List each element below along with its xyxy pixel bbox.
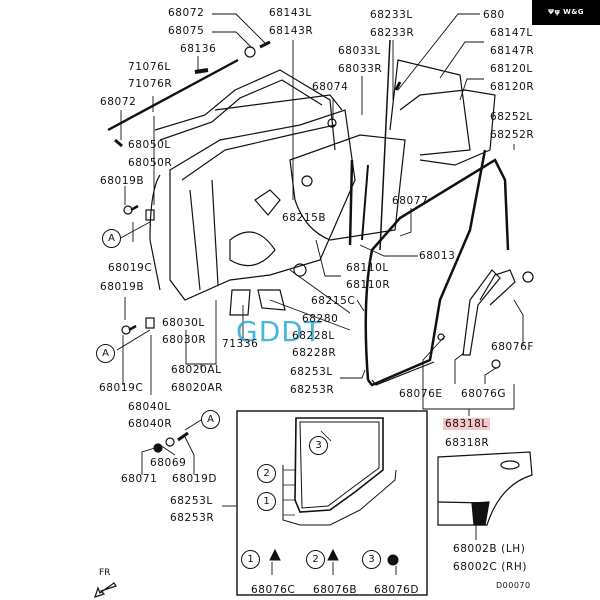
part-label-71336[interactable]: 71336 [222, 338, 259, 350]
part-label-68069[interactable]: 68069 [150, 457, 187, 469]
callout-1: 1 [257, 492, 276, 511]
trim-moldings [437, 269, 534, 369]
part-label-68233L[interactable]: 68233L [370, 9, 413, 21]
part-label-71076R[interactable]: 71076R [128, 78, 173, 90]
arrow-down-left-icon [94, 582, 117, 598]
part-label-68120R[interactable]: 68120R [490, 81, 535, 93]
callout-1: 1 [241, 550, 260, 569]
callout-a: A [201, 410, 220, 429]
part-label-68076G[interactable]: 68076G [461, 388, 507, 400]
part-label-68072[interactable]: 68072 [168, 7, 205, 19]
callout-3: 3 [362, 550, 381, 569]
part-label-68033L[interactable]: 68033L [338, 45, 381, 57]
part-label-71076L[interactable]: 71076L [128, 61, 171, 73]
brand-badge: Ψψ W&G [532, 0, 600, 25]
part-label-68076D[interactable]: 68076D [374, 584, 420, 596]
part-label-68019C-b[interactable]: 68019C [99, 382, 144, 394]
part-label-68253L-b[interactable]: 68253L [290, 366, 333, 378]
callout-a: A [96, 344, 115, 363]
part-label-68071[interactable]: 68071 [121, 473, 158, 485]
part-label-68318L-highlighted[interactable]: 68318L [443, 418, 490, 430]
part-label-68074[interactable]: 68074 [312, 81, 349, 93]
part-label-68040R[interactable]: 68040R [128, 418, 173, 430]
part-label-68020AR[interactable]: 68020AR [171, 382, 224, 394]
quarter-panel [437, 451, 533, 526]
clip-icons [269, 548, 399, 575]
part-label-68019B-b[interactable]: 68019B [100, 281, 145, 293]
inset-weatherstrip-detail [236, 410, 428, 596]
part-label-68143R[interactable]: 68143R [269, 25, 314, 37]
callout-3: 3 [309, 436, 328, 455]
part-label-68040L[interactable]: 68040L [128, 401, 171, 413]
part-label-680-partial[interactable]: 680 [483, 9, 505, 21]
part-label-68228L[interactable]: 68228L [292, 330, 335, 342]
part-label-68076F[interactable]: 68076F [491, 341, 535, 353]
part-label-68318R[interactable]: 68318R [445, 437, 490, 449]
part-label-68253R-b[interactable]: 68253R [290, 384, 335, 396]
part-label-68019C[interactable]: 68019C [108, 262, 153, 274]
part-label-68233R[interactable]: 68233R [370, 27, 415, 39]
part-label-68136[interactable]: 68136 [180, 43, 217, 55]
part-label-68002B[interactable]: 68002B (LH) [453, 543, 526, 555]
part-label-68019D[interactable]: 68019D [172, 473, 218, 485]
part-label-68077[interactable]: 68077 [392, 195, 429, 207]
part-label-68033R[interactable]: 68033R [338, 63, 383, 75]
part-label-68076B[interactable]: 68076B [313, 584, 358, 596]
part-label-68002C[interactable]: 68002C (RH) [453, 561, 528, 573]
watermark: GDDT [236, 315, 322, 348]
part-label-68076C[interactable]: 68076C [251, 584, 296, 596]
part-label-68076E[interactable]: 68076E [399, 388, 443, 400]
part-label-68280[interactable]: 68280 [302, 313, 339, 325]
part-label-68147R[interactable]: 68147R [490, 45, 535, 57]
part-label-68147L[interactable]: 68147L [490, 27, 533, 39]
part-label-68143L[interactable]: 68143L [269, 7, 312, 19]
part-label-68013[interactable]: 68013 [419, 250, 456, 262]
callout-2: 2 [257, 464, 276, 483]
part-label-68228R[interactable]: 68228R [292, 347, 337, 359]
part-label-68030R[interactable]: 68030R [162, 334, 207, 346]
leader-lines [116, 13, 524, 540]
drawing-code: D00070 [496, 581, 531, 590]
part-label-68020AL[interactable]: 68020AL [171, 364, 222, 376]
part-label-68110R[interactable]: 68110R [346, 279, 391, 291]
part-label-68253R[interactable]: 68253R [170, 512, 215, 524]
part-label-68110L[interactable]: 68110L [346, 262, 389, 274]
part-label-68075[interactable]: 68075 [168, 25, 205, 37]
part-label-68215C[interactable]: 68215C [311, 295, 356, 307]
door-assembly [107, 40, 356, 453]
part-label-68252L[interactable]: 68252L [490, 111, 533, 123]
part-label-68215B[interactable]: 68215B [282, 212, 327, 224]
glass-and-channels [289, 39, 496, 251]
part-label-68019B[interactable]: 68019B [100, 175, 145, 187]
part-label-68050R[interactable]: 68050R [128, 157, 173, 169]
part-label-68050L[interactable]: 68050L [128, 139, 171, 151]
weatherstrip [364, 149, 510, 387]
part-label-68072-b[interactable]: 68072 [100, 96, 137, 108]
callout-2: 2 [306, 550, 325, 569]
part-label-68252R[interactable]: 68252R [490, 129, 535, 141]
part-label-68030L[interactable]: 68030L [162, 317, 205, 329]
callout-a: A [102, 229, 121, 248]
part-label-68253L[interactable]: 68253L [170, 495, 213, 507]
orientation-label: FR [99, 568, 111, 578]
part-label-68120L[interactable]: 68120L [490, 63, 533, 75]
